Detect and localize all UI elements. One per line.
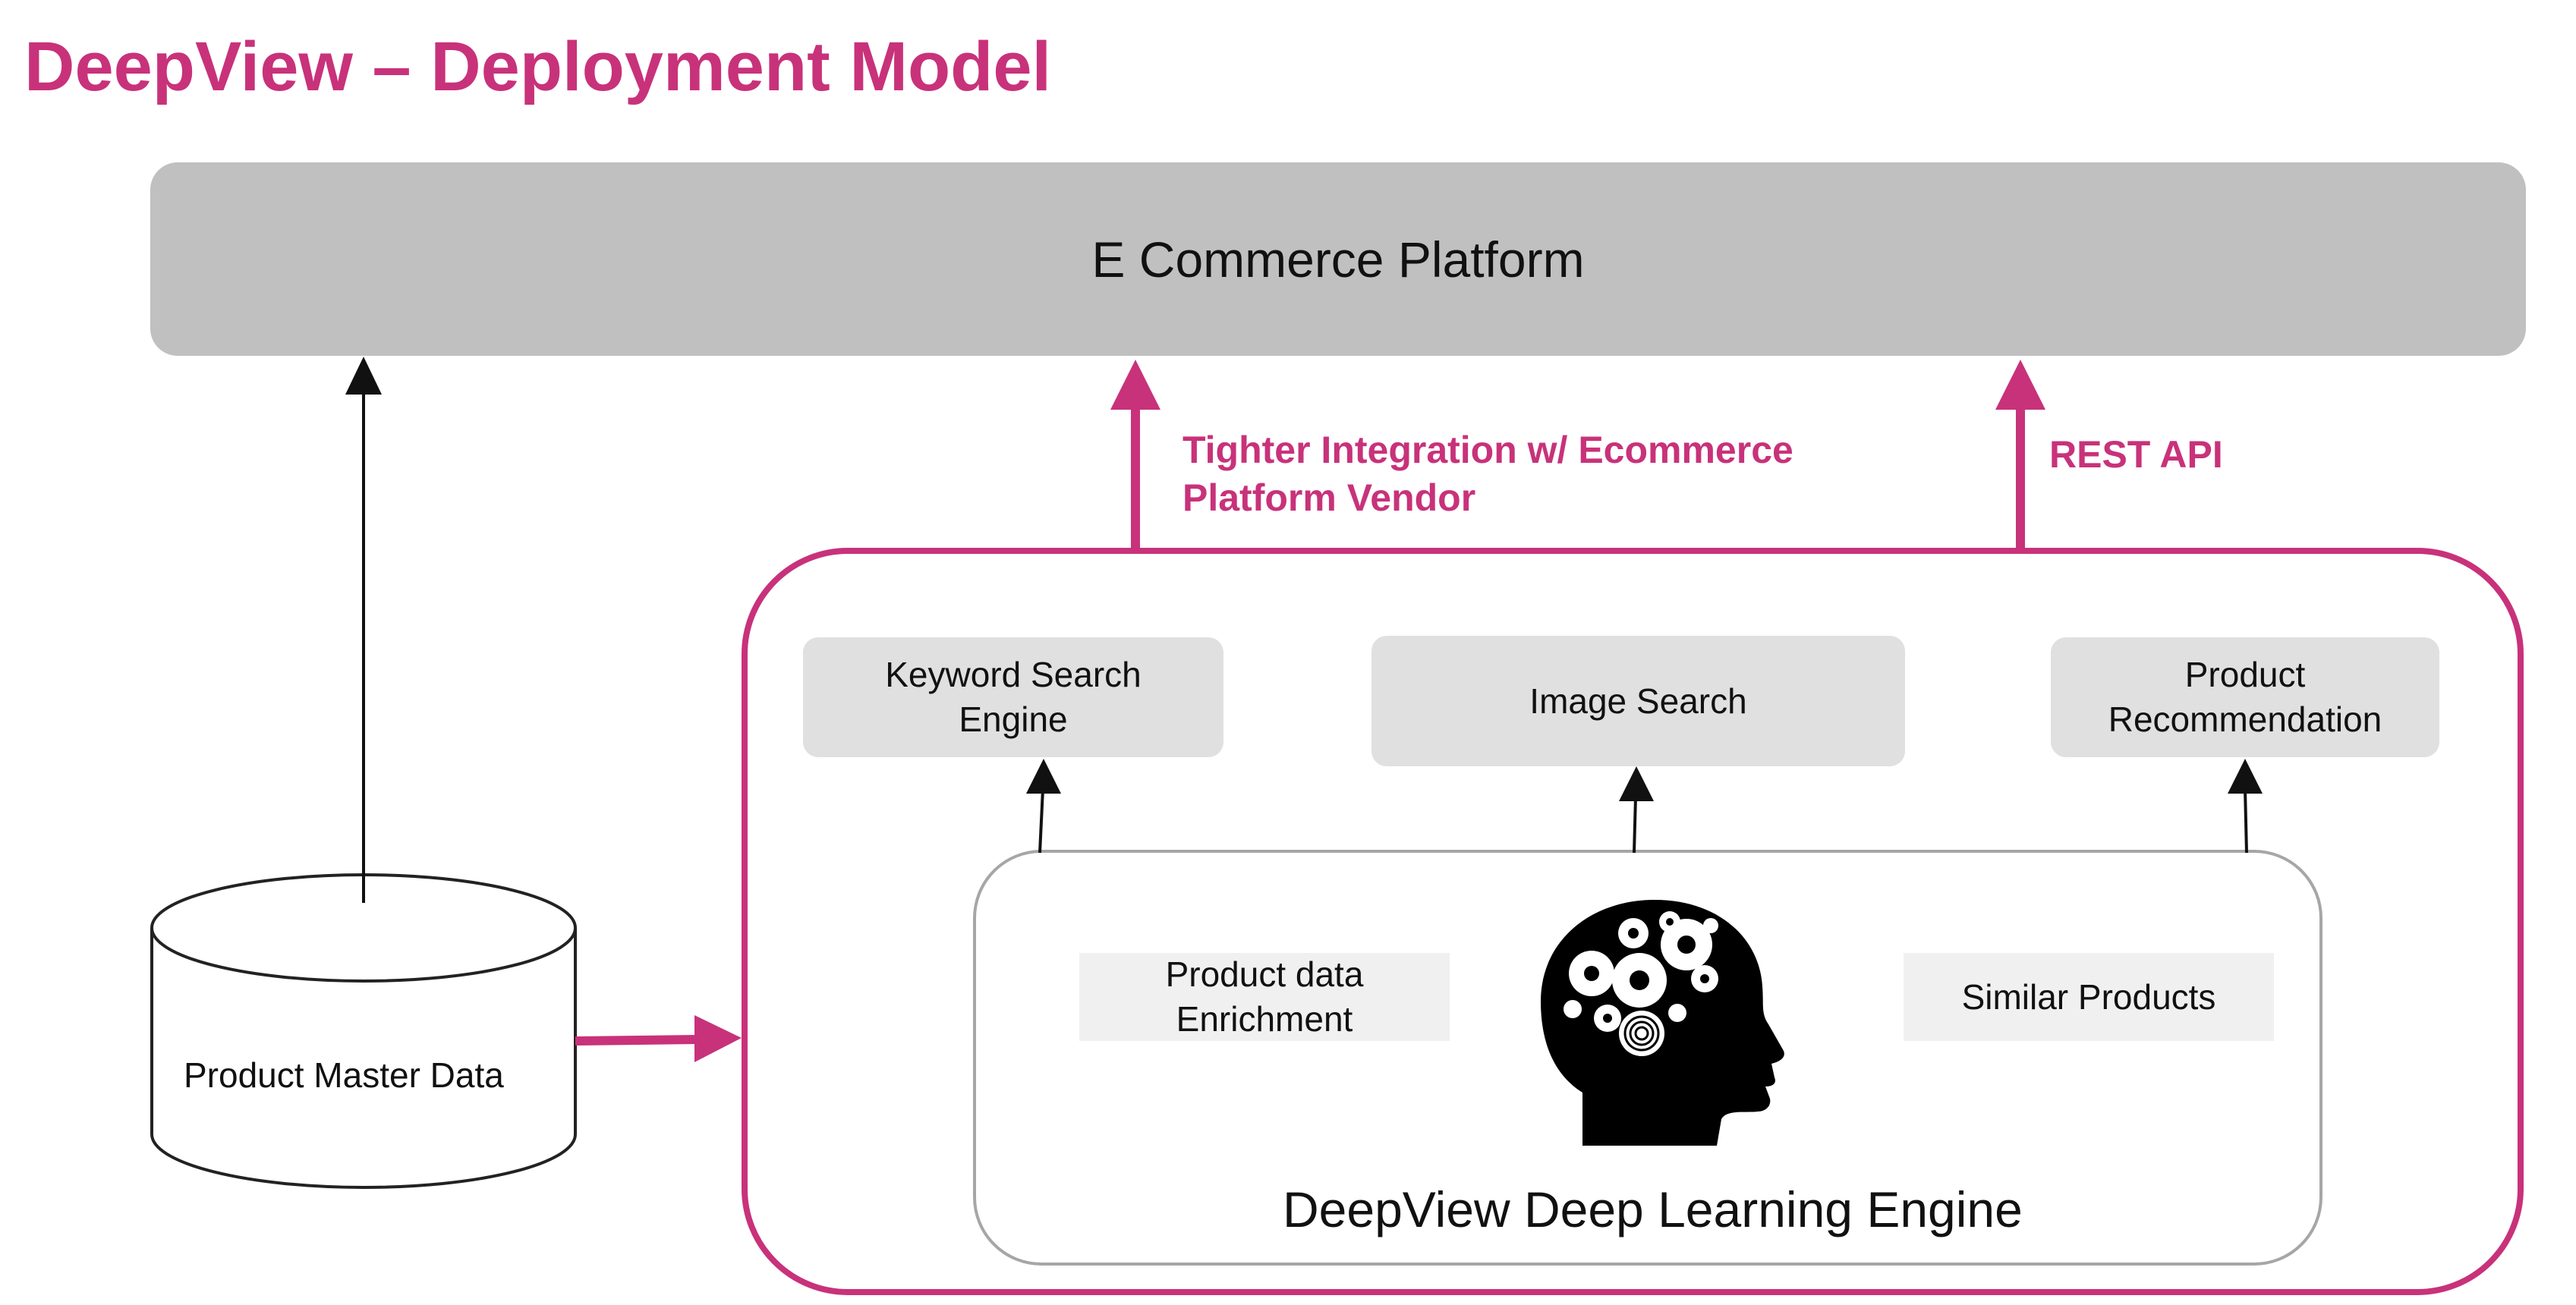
product-data-enrichment-box: Product data Enrichment <box>1079 953 1450 1041</box>
keyword-search-label-line1: Keyword Search <box>885 655 1142 695</box>
engine-to-image-search-arrow <box>1619 766 1654 854</box>
tighter-integration-label: Tighter Integration w/ Ecommerce Platfor… <box>1183 426 1793 521</box>
product-recommendation-label-line1: Product <box>2184 655 2306 695</box>
image-search-label: Image Search <box>1529 681 1747 721</box>
product-master-data-label: Product Master Data <box>184 1055 504 1095</box>
engine-label: DeepView Deep Learning Engine <box>1283 1181 2023 1237</box>
keyword-search-label-line2: Engine <box>959 700 1068 739</box>
product-recommendation-box: Product Recommendation <box>2051 637 2439 757</box>
ecommerce-platform-box: E Commerce Platform <box>150 162 2526 356</box>
enrichment-label-line2: Enrichment <box>1176 999 1353 1039</box>
tighter-integration-arrow <box>1110 360 1160 551</box>
tighter-integration-line2: Platform Vendor <box>1183 476 1476 519</box>
ecommerce-platform-label: E Commerce Platform <box>1091 231 1585 288</box>
similar-products-label: Similar Products <box>1961 976 2216 1017</box>
rest-api-label: REST API <box>2049 433 2223 476</box>
enrichment-label-line1: Product data <box>1165 954 1364 995</box>
rest-api-arrow <box>1995 360 2045 551</box>
database-cylinder-icon <box>150 873 577 1189</box>
tighter-integration-line1: Tighter Integration w/ Ecommerce <box>1183 429 1793 471</box>
product-recommendation-label-line2: Recommendation <box>2108 700 2382 739</box>
deepview-container <box>742 548 2524 1295</box>
page-title: DeepView – Deployment Model <box>24 28 1052 105</box>
similar-products-box: Similar Products <box>1904 953 2274 1041</box>
brain-gears-head-icon <box>1541 899 1784 1146</box>
master-data-to-deepview-arrow <box>575 1015 742 1062</box>
engine-to-keyword-arrow <box>1026 759 1061 854</box>
master-data-to-platform-arrow <box>345 357 382 903</box>
image-search-box: Image Search <box>1371 636 1905 766</box>
keyword-search-engine-box: Keyword Search Engine <box>803 637 1223 757</box>
engine-to-recommendation-arrow <box>2228 759 2263 854</box>
